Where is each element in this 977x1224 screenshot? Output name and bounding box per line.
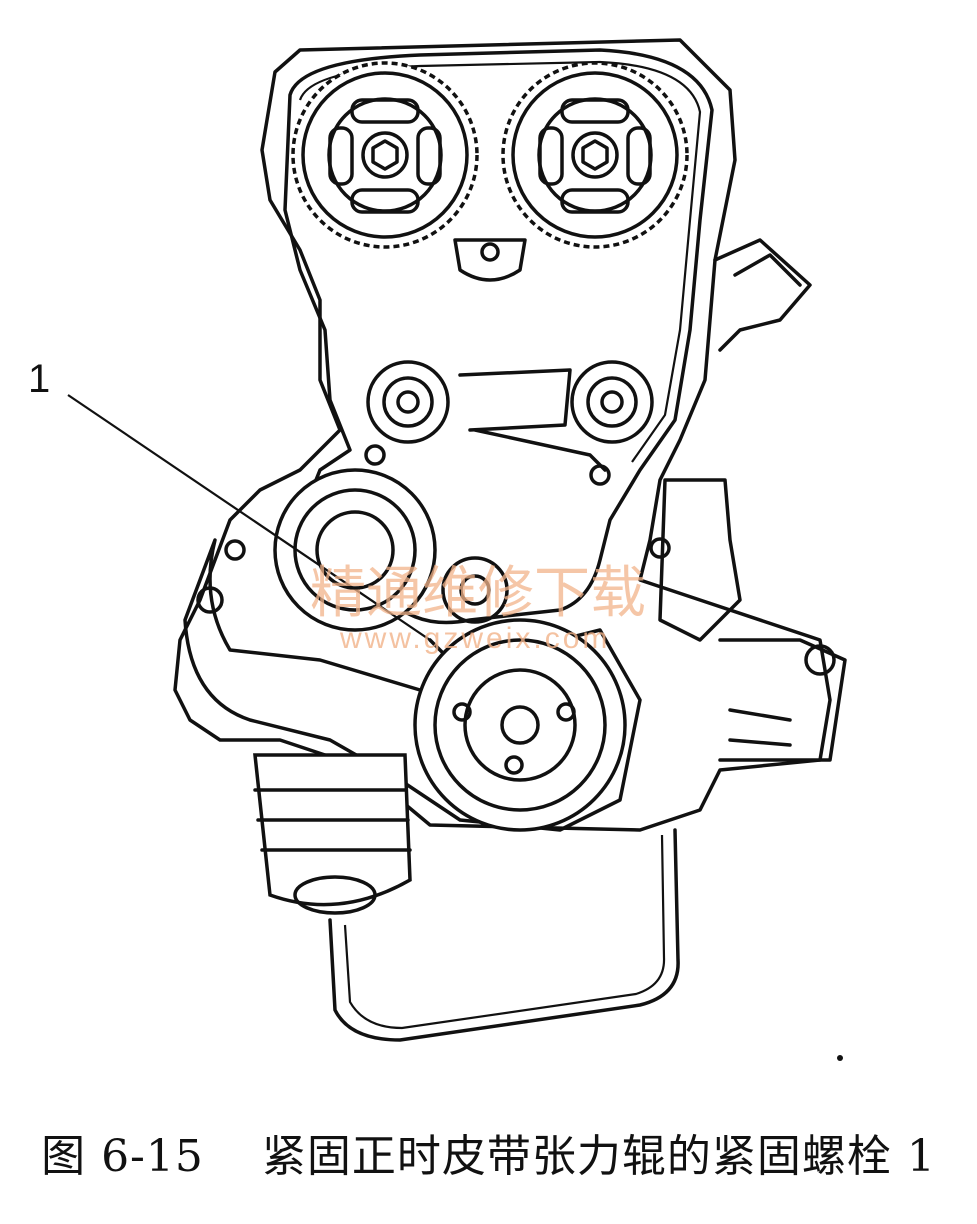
left-cam-gear (291, 61, 479, 249)
water-pump (658, 478, 742, 642)
crankshaft-pulley (413, 618, 627, 832)
right-cam-gear (501, 61, 689, 249)
idler-pulley-left (366, 360, 450, 444)
callout-label: 1 (28, 357, 50, 401)
watermark-text: 精通维修下载 (310, 561, 646, 626)
figure-caption: 图 6-15 紧固正时皮带张力辊的紧固螺栓 1 (0, 1120, 977, 1184)
thermostat-housing (713, 238, 812, 352)
watermark-url: www.gzweix.com (339, 622, 610, 655)
oil-filter (253, 753, 412, 915)
engine-timing-belt-diagram: 1 精通维修下载 www.gzweix.com (28, 38, 847, 1061)
callout-leader-line (67, 394, 431, 641)
oil-pan (328, 828, 680, 1042)
figure-number: 图 6-15 (41, 1131, 204, 1182)
idler-pulley-right (570, 360, 654, 444)
caption-text: 紧固正时皮带张力辊的紧固螺栓 1 (261, 1131, 936, 1182)
timing-cover-outline (173, 38, 832, 832)
accessory-belt (183, 538, 642, 832)
